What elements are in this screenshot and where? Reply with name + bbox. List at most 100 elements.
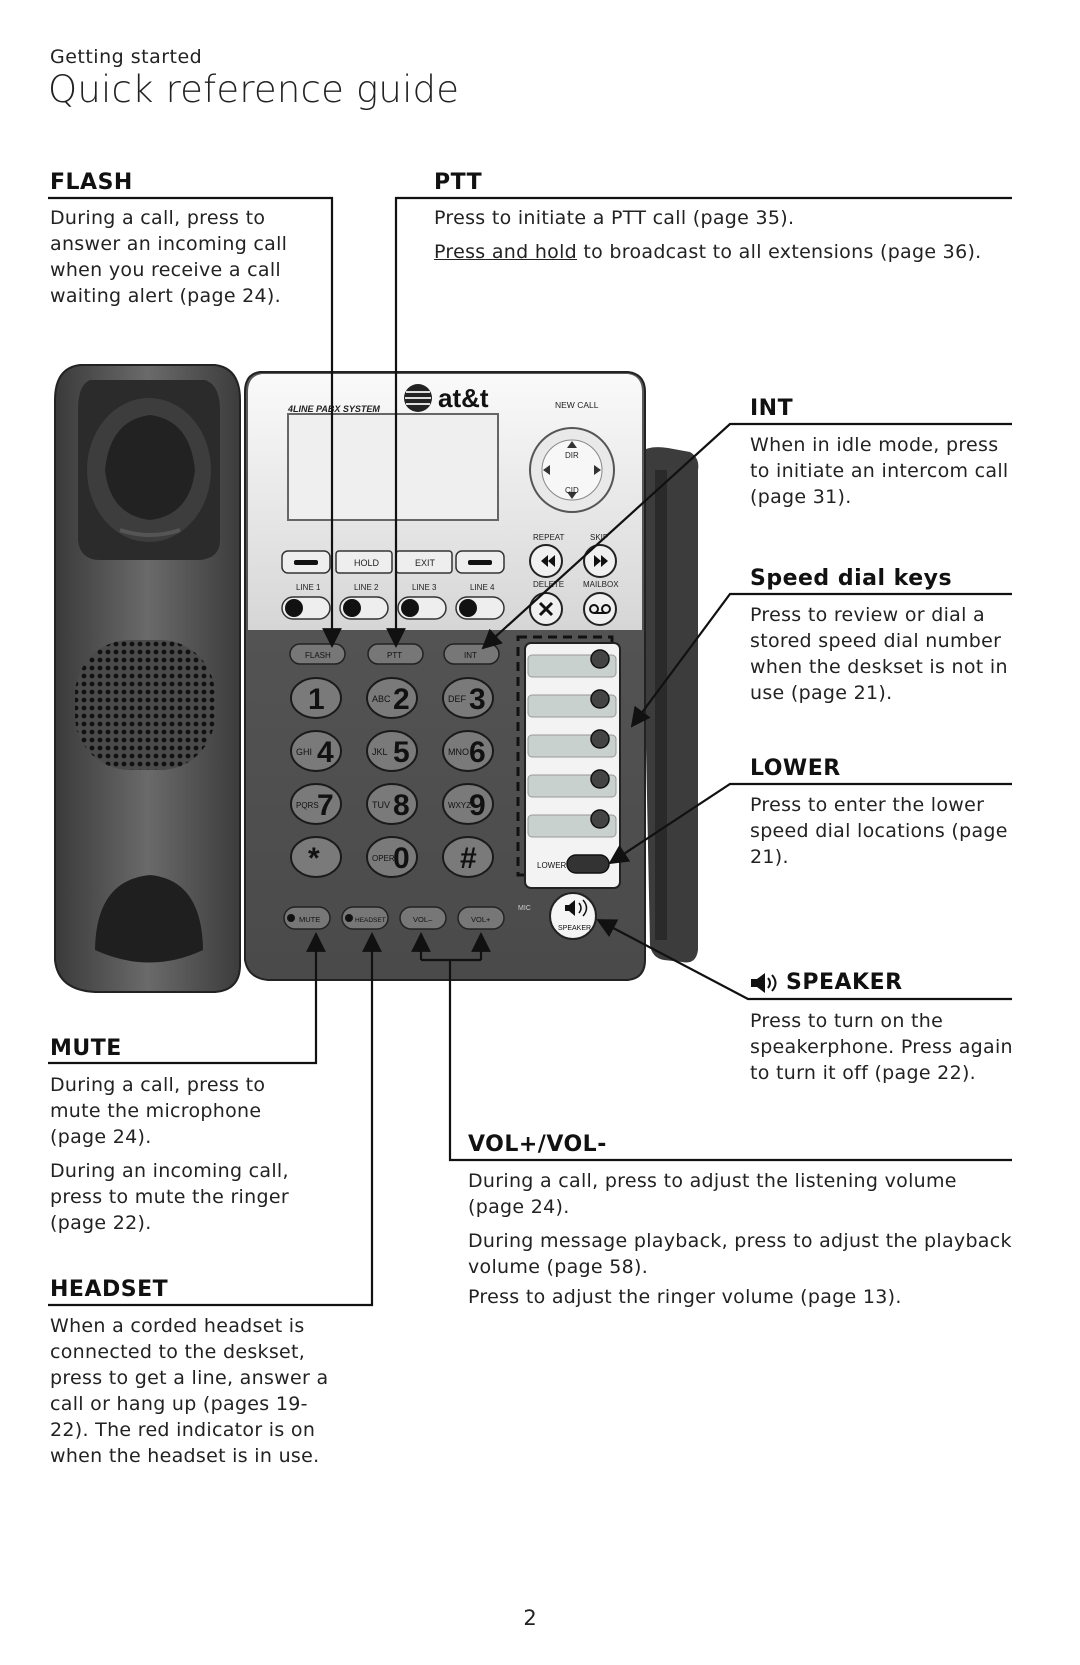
key-4-letters: GHI bbox=[296, 747, 312, 757]
speaker-description: Press to turn on the speakerphone. Press… bbox=[750, 1010, 1013, 1084]
cid-label: CID bbox=[565, 486, 579, 495]
speed-dial-heading: Speed dial keys bbox=[750, 566, 953, 591]
key-3-button[interactable] bbox=[442, 677, 494, 719]
speed-dial-button-4[interactable] bbox=[590, 769, 610, 789]
ptt-key-label: PTT bbox=[387, 651, 402, 660]
fast-forward-icon bbox=[594, 555, 608, 567]
vol-plus-key-label: VOL+ bbox=[471, 915, 491, 924]
vol-description-1: During a call, press to adjust the liste… bbox=[468, 1170, 957, 1218]
key-4-button[interactable] bbox=[290, 730, 342, 772]
headset-description: When a corded headset is connected to th… bbox=[50, 1315, 329, 1467]
speaker-button[interactable] bbox=[549, 892, 597, 940]
line-2-indicator bbox=[343, 599, 361, 617]
mailbox-button[interactable] bbox=[583, 592, 617, 626]
key-3-digit: 3 bbox=[469, 683, 486, 716]
att-logo-icon bbox=[404, 384, 432, 412]
int-callout: When in idle mode, press to initiate an … bbox=[750, 432, 1015, 510]
vol-plus-button[interactable] bbox=[457, 906, 505, 930]
vol-minus-button[interactable] bbox=[399, 906, 447, 930]
mailbox-label: MAILBOX bbox=[583, 580, 619, 589]
lower-description: Press to enter the lower speed dial loca… bbox=[750, 794, 1008, 868]
skip-label: SKIP bbox=[590, 533, 608, 542]
key-6-digit: 6 bbox=[469, 736, 486, 769]
int-description: When in idle mode, press to initiate an … bbox=[750, 434, 1009, 508]
mute-button[interactable] bbox=[283, 906, 331, 930]
page-title: Quick reference guide bbox=[48, 68, 460, 111]
hold-button[interactable] bbox=[335, 550, 393, 574]
key-0-button[interactable] bbox=[366, 836, 418, 878]
brand-label: at&t bbox=[438, 383, 489, 413]
page-number: 2 bbox=[523, 1606, 537, 1630]
new-call-label: NEW CALL bbox=[555, 400, 599, 410]
key-*-digit: * bbox=[308, 842, 320, 875]
flash-heading: FLASH bbox=[50, 170, 133, 195]
key-8-digit: 8 bbox=[393, 789, 410, 822]
speaker-grille bbox=[75, 640, 215, 770]
line-label-4: LINE 4 bbox=[470, 583, 495, 592]
key-#-button[interactable] bbox=[442, 836, 494, 878]
headset-callout: When a corded headset is connected to th… bbox=[50, 1313, 335, 1469]
voicemail-icon bbox=[589, 604, 611, 614]
handset bbox=[54, 364, 241, 993]
hold-label: HOLD bbox=[354, 558, 380, 568]
key-5-digit: 5 bbox=[393, 736, 410, 769]
key-2-digit: 2 bbox=[393, 683, 410, 716]
vol-callout: During a call, press to adjust the liste… bbox=[468, 1168, 1016, 1310]
speed-dial-button-1[interactable] bbox=[590, 649, 610, 669]
lower-button[interactable] bbox=[566, 854, 610, 874]
callout-lines bbox=[48, 196, 1012, 1307]
speaker-key-label: SPEAKER bbox=[558, 925, 591, 932]
flash-key-label: FLASH bbox=[305, 651, 331, 660]
speed-dial-button-5[interactable] bbox=[590, 809, 610, 829]
headset-button[interactable] bbox=[341, 906, 389, 930]
key-6-button[interactable] bbox=[442, 730, 494, 772]
int-key-label: INT bbox=[464, 651, 477, 660]
key-5-button[interactable] bbox=[366, 730, 418, 772]
key-2-button[interactable] bbox=[366, 677, 418, 719]
headset-heading: HEADSET bbox=[50, 1277, 169, 1302]
key-8-button[interactable] bbox=[366, 783, 418, 825]
int-heading: INT bbox=[750, 396, 794, 421]
delete-x-icon bbox=[538, 601, 554, 617]
ptt-callout: Press to initiate a PTT call (page 35). … bbox=[434, 205, 1014, 265]
flash-description: During a call, press to answer an incomi… bbox=[50, 207, 288, 307]
mic-label: MIC bbox=[518, 905, 531, 912]
delete-label: DELETE bbox=[533, 580, 564, 589]
line-label-3: LINE 3 bbox=[412, 583, 437, 592]
speed-dial-keys bbox=[527, 649, 617, 838]
mute-key-label: MUTE bbox=[299, 915, 320, 924]
key-*-button[interactable] bbox=[290, 836, 342, 878]
vol-description-2: During message playback, press to adjust… bbox=[468, 1230, 1012, 1278]
speed-dial-description: Press to review or dial a stored speed d… bbox=[750, 604, 1008, 704]
lower-callout: Press to enter the lower speed dial loca… bbox=[750, 792, 1015, 870]
speed-dial-button-2[interactable] bbox=[590, 689, 610, 709]
key-9-letters: WXYZ bbox=[448, 801, 471, 810]
key-9-button[interactable] bbox=[442, 783, 494, 825]
key-9-digit: 9 bbox=[469, 789, 486, 822]
key-0-digit: 0 bbox=[393, 842, 410, 875]
flash-button[interactable] bbox=[289, 643, 346, 665]
speaker-icon bbox=[751, 972, 777, 993]
key-0-letters: OPER bbox=[372, 854, 395, 863]
line-4-indicator bbox=[459, 599, 477, 617]
lower-heading: LOWER bbox=[750, 756, 841, 781]
speed-dial-button-3[interactable] bbox=[590, 729, 610, 749]
mute-description-1: During a call, press to mute the microph… bbox=[50, 1074, 266, 1148]
exit-label: EXIT bbox=[415, 558, 436, 568]
line-label-2: LINE 2 bbox=[354, 583, 379, 592]
key-2-letters: ABC bbox=[372, 694, 391, 704]
key-7-button[interactable] bbox=[290, 783, 342, 825]
vol-minus-key-label: VOL– bbox=[413, 915, 433, 924]
line-3-indicator bbox=[401, 599, 419, 617]
ptt-description-1: Press to initiate a PTT call (page 35). bbox=[434, 207, 795, 229]
rewind-icon bbox=[541, 555, 555, 567]
vol-description-3: Press to adjust the ringer volume (page … bbox=[468, 1286, 902, 1308]
key-1-button[interactable] bbox=[290, 677, 342, 719]
key-6-letters: MNO bbox=[448, 747, 469, 757]
key-3-letters: DEF bbox=[448, 694, 467, 704]
dir-label: DIR bbox=[565, 451, 579, 460]
vol-heading: VOL+/VOL- bbox=[468, 1132, 607, 1157]
speaker-heading-row: SPEAKER bbox=[750, 970, 903, 995]
model-label: 4LINE PABX SYSTEM bbox=[287, 404, 380, 414]
